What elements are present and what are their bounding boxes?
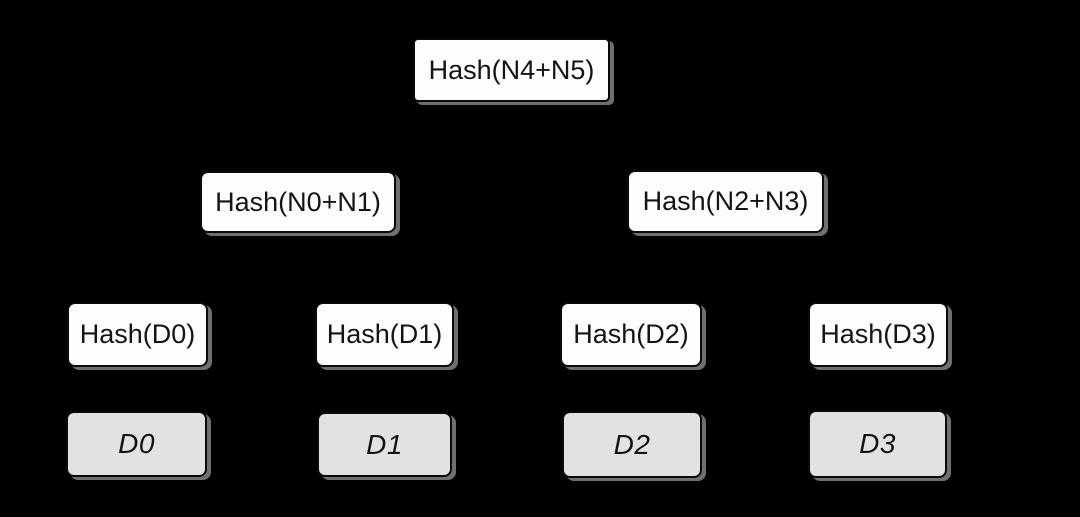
tree-edge [297, 232, 386, 303]
tree-edge [511, 101, 726, 171]
tree-edge [876, 366, 879, 411]
tree-node-internal-hash-left: Hash(N0+N1) [200, 171, 396, 233]
tree-node-leaf-hash-1: Hash(D1) [315, 302, 454, 367]
tree-node-data-block-0: D0 [66, 411, 207, 477]
tree-edge [297, 101, 512, 172]
tree-node-root-hash: Hash(N4+N5) [413, 38, 610, 102]
tree-node-leaf-hash-2: Hash(D2) [560, 302, 702, 367]
tree-edge [725, 232, 879, 303]
tree-edge [135, 366, 139, 412]
tree-node-data-block-2: D2 [562, 411, 702, 478]
tree-edge [630, 366, 633, 412]
tree-node-data-block-3: D3 [808, 410, 947, 478]
tree-node-leaf-hash-0: Hash(D0) [67, 302, 208, 367]
tree-node-internal-hash-right: Hash(N2+N3) [627, 170, 824, 233]
tree-edge [137, 232, 299, 303]
tree-edge [630, 232, 727, 303]
tree-node-leaf-hash-3: Hash(D3) [808, 302, 948, 367]
tree-node-data-block-1: D1 [317, 412, 452, 477]
